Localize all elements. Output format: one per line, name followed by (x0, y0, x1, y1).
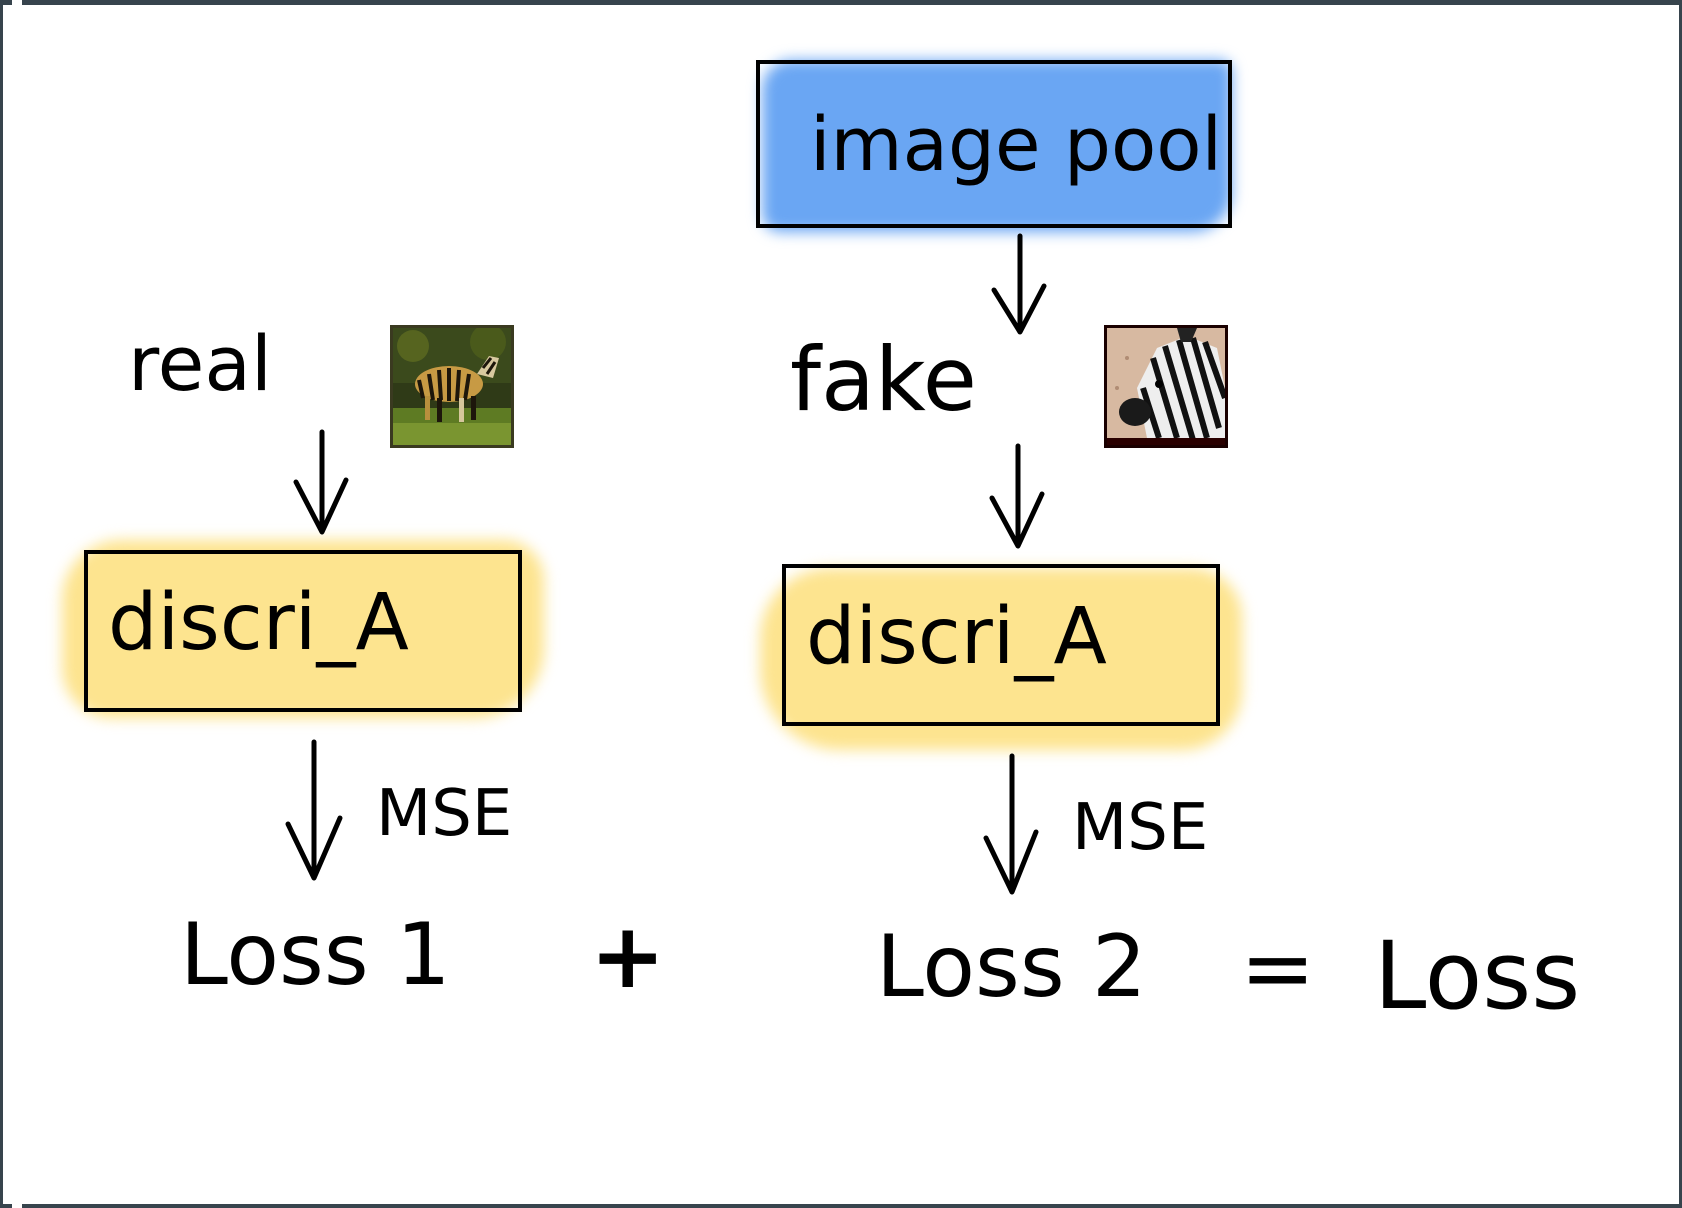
discriminator-real-highlight (62, 540, 544, 718)
discriminator-real-box (84, 550, 522, 712)
frame-top-border (0, 0, 1682, 5)
arrow-discriminator-real-to-loss1 (285, 739, 343, 881)
arrow-discriminator-fake-to-loss2 (983, 753, 1039, 895)
mse-real-label: MSE (376, 777, 513, 851)
zebra-photo-grass-icon (393, 328, 511, 445)
image-pool-box (756, 60, 1232, 228)
discriminator-fake-box (782, 564, 1220, 726)
frame-left-border (0, 0, 3, 1208)
total-loss-label: Loss (1374, 922, 1581, 1031)
plus-sign: + (590, 904, 666, 1009)
discriminator-fake-label: discri_A (806, 592, 1107, 682)
equals-sign: = (1240, 916, 1316, 1021)
frame-bottom-border (0, 1204, 1682, 1208)
discriminator-real-label: discri_A (108, 578, 409, 668)
zebra-photo-head-icon (1107, 328, 1225, 445)
frame-top-gap (12, 0, 22, 5)
loss-1-label: Loss 1 (180, 905, 451, 1005)
frame-bottom-gap (12, 1204, 22, 1208)
arrow-real-to-discriminator (293, 429, 349, 535)
image-pool-highlight (762, 60, 1232, 232)
zebra-fake-thumbnail (1104, 325, 1228, 448)
loss-2-label: Loss 2 (876, 917, 1147, 1017)
arrow-fake-to-discriminator (989, 443, 1045, 549)
zebra-real-thumbnail (390, 325, 514, 448)
discriminator-fake-highlight (760, 568, 1242, 750)
arrow-pool-to-fake (991, 233, 1047, 335)
mse-fake-label: MSE (1072, 791, 1209, 865)
frame-right-border (1679, 0, 1682, 1208)
image-pool-label: image pool (810, 102, 1223, 188)
real-label: real (128, 319, 273, 408)
fake-label: fake (790, 328, 977, 431)
